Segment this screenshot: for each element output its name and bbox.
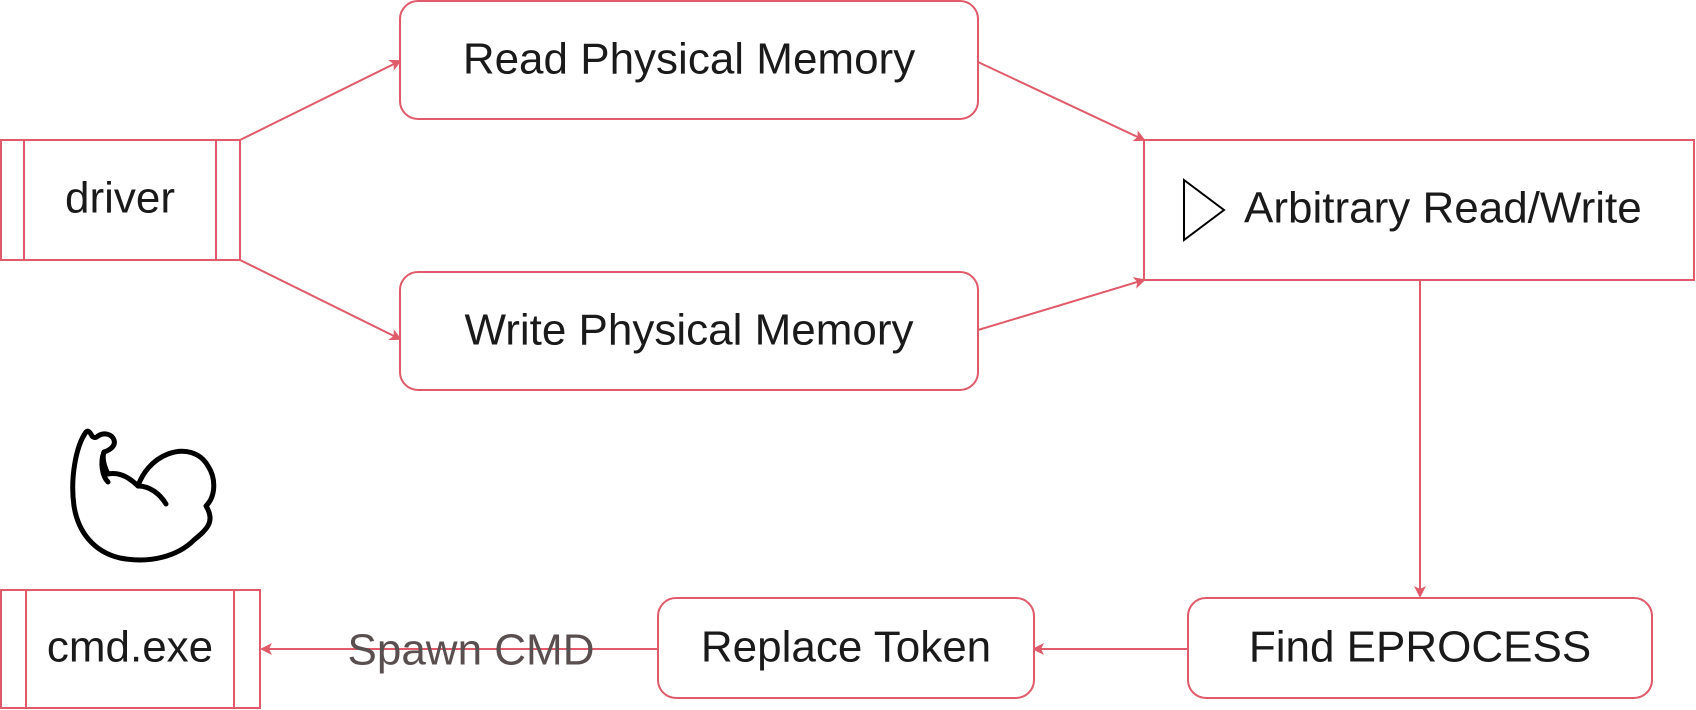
node-cmd-exe-label: cmd.exe (47, 623, 213, 672)
node-cmd-exe: cmd.exe (0, 589, 261, 709)
edges: Spawn CMD (239, 60, 1426, 675)
edge-write-to-arbitrary (977, 277, 1146, 331)
play-triangle-icon (1183, 178, 1226, 242)
node-arbitrary-read-write-label: Arbitrary Read/Write (1244, 184, 1642, 233)
node-read-physical-memory: Read Physical Memory (399, 0, 979, 120)
node-driver-label: driver (65, 174, 175, 223)
edge-driver-to-write (239, 259, 402, 340)
node-arbitrary-read-write: Arbitrary Read/Write (1143, 139, 1695, 281)
edge-label-spawn-cmd: Spawn CMD (348, 626, 595, 675)
node-find-eprocess-label: Find EPROCESS (1249, 623, 1591, 672)
node-write-physical-memory-label: Write Physical Memory (464, 306, 913, 355)
node-read-physical-memory-label: Read Physical Memory (463, 35, 915, 84)
node-write-physical-memory: Write Physical Memory (399, 271, 979, 391)
node-driver: driver (0, 139, 241, 261)
edge-read-to-arbitrary (977, 61, 1146, 142)
node-replace-token: Replace Token (657, 597, 1035, 699)
node-replace-token-label: Replace Token (701, 623, 991, 672)
edge-driver-to-read (239, 60, 402, 141)
node-find-eprocess: Find EPROCESS (1187, 597, 1653, 699)
flexed-bicep-icon (70, 428, 217, 563)
